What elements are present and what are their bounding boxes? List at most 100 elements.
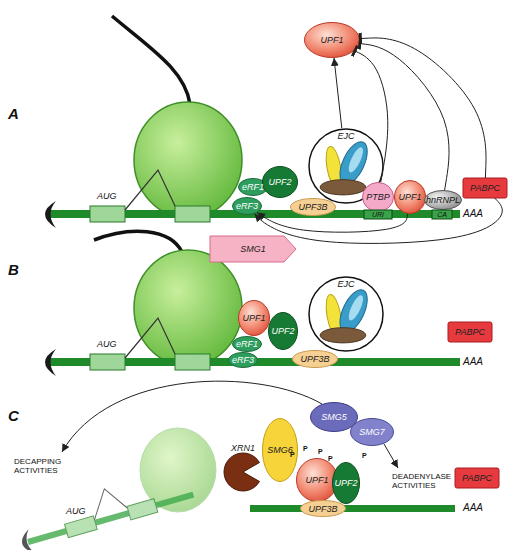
node-label: UPF1 [242, 313, 265, 323]
ribosome [134, 102, 242, 218]
exon [175, 354, 210, 370]
ejc-highlight [346, 294, 366, 323]
node-label: SMG7 [359, 427, 385, 437]
exon [65, 516, 98, 538]
exon [90, 354, 125, 370]
node-label: PTBP [366, 192, 390, 202]
release-factor: eRF3 [232, 197, 262, 215]
node-label: SMG5 [321, 412, 347, 422]
poly-a-tail: AAA [463, 356, 483, 367]
intron [125, 318, 176, 358]
upf3b-protein: UPF3B [290, 198, 336, 216]
deadenylase-arrow [384, 444, 398, 468]
node-label: UPF3B [298, 202, 327, 212]
shape [311, 403, 358, 432]
ejc-complex: EJC [308, 276, 384, 352]
upf2-protein: UPF2 [332, 462, 360, 504]
panel-a-art [45, 16, 460, 228]
shape [269, 313, 298, 350]
node-label: EJC [337, 279, 354, 289]
mrna-cap [19, 529, 36, 550]
mrna-cap [45, 349, 56, 376]
node-label: PABPC [462, 473, 492, 483]
node-label: PABPC [470, 183, 500, 193]
shape [291, 199, 336, 216]
mrna-cap [45, 201, 56, 228]
shape [301, 501, 346, 517]
upf2-protein: UPF2 [268, 312, 298, 350]
nascent-peptide [94, 231, 182, 252]
ejc-outline [309, 277, 383, 351]
shape [293, 351, 338, 368]
exon [127, 499, 158, 520]
node-label: eRF3 [236, 201, 258, 211]
panel-letter: A [8, 106, 19, 122]
panel-b-art [45, 231, 460, 376]
poly-a-tail: AAA [463, 502, 483, 513]
shape [229, 353, 258, 368]
ejc-highlight [346, 146, 366, 175]
shape [263, 167, 298, 198]
release-factor: eRF1 [232, 336, 262, 352]
panel-letter: C [8, 408, 19, 424]
smg6-protein: SMG6 [262, 418, 298, 482]
phosphate-mark: P [362, 452, 367, 460]
shape [432, 210, 452, 219]
node-label: UPF2 [271, 326, 294, 336]
arrow-connector [334, 58, 342, 128]
upf1-protein: UPF1 [238, 300, 270, 336]
ptbp-protein: PTBP [362, 182, 394, 212]
inhibition-connector [360, 38, 486, 178]
intron [87, 484, 128, 520]
shape [224, 453, 259, 491]
binding-site: URI [364, 210, 392, 219]
node-label: UPF3B [300, 354, 329, 364]
shape [239, 301, 270, 336]
node-label: SMG1 [240, 244, 266, 254]
shape [233, 337, 262, 352]
arrow-connector [254, 198, 502, 243]
panel-c-art [14, 381, 455, 550]
node-label: PABPC [455, 327, 485, 337]
xrn1-exonuclease: XRN1 [222, 440, 264, 492]
smg5-protein: SMG5 [310, 402, 358, 432]
intron [125, 170, 176, 210]
node-label: eRF1 [242, 182, 264, 192]
pabpc-protein: PABPC [455, 468, 499, 488]
process-note: DECAPPING ACTIVITIES [14, 457, 76, 475]
exon [90, 206, 125, 222]
upf1-protein: UPF1 [296, 458, 338, 502]
node-label: hnRNPL [426, 195, 460, 205]
degraded-mrna [14, 466, 197, 550]
shape [363, 183, 394, 212]
shape [395, 181, 426, 214]
node-label: UPF1 [305, 475, 328, 485]
node-label: UPF1 [398, 192, 421, 202]
upf3b-protein: UPF3B [300, 500, 346, 517]
start-codon: AUG [97, 339, 117, 349]
pabpc-protein: PABPC [448, 322, 492, 342]
node-label: eRF3 [232, 355, 254, 365]
exon [175, 206, 210, 222]
start-codon: AUG [66, 506, 86, 516]
upf2-protein: UPF2 [262, 166, 298, 198]
node-label: UPF1 [320, 35, 343, 45]
binding-site: CA [432, 210, 452, 219]
smg1-kinase: SMG1 [210, 236, 296, 262]
inhibition-connector [354, 51, 387, 182]
shape [455, 468, 499, 488]
shape [364, 210, 392, 219]
node-label: CA [437, 211, 447, 219]
node-label: URI [372, 211, 384, 219]
upf1-protein: UPF1 [394, 180, 426, 214]
shape [351, 419, 394, 446]
node-label: EJC [337, 131, 354, 141]
phosphate-mark: P [328, 455, 333, 463]
shape [305, 23, 360, 58]
node-label: UPF3B [308, 504, 337, 514]
node-label: UPF2 [268, 177, 291, 187]
node-label: eRF1 [236, 339, 258, 349]
